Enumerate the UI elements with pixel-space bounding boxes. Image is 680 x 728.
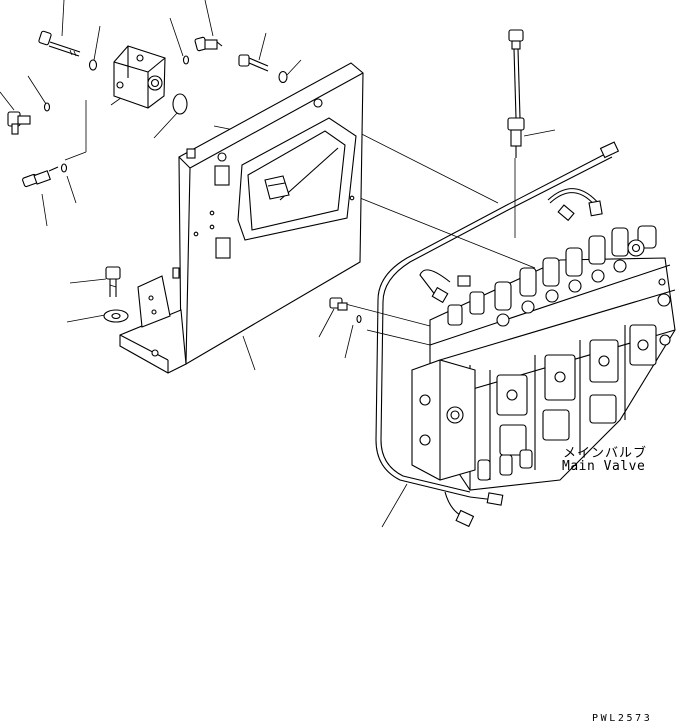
o-ring-2 bbox=[43, 102, 51, 112]
bracket-washer bbox=[103, 309, 129, 323]
long-bolt bbox=[38, 30, 81, 57]
washer-1 bbox=[88, 59, 98, 71]
o-ring-3 bbox=[60, 163, 68, 173]
plug-fitting bbox=[329, 297, 348, 311]
leader-lines bbox=[0, 0, 556, 528]
pressure-block bbox=[113, 45, 166, 109]
elbow-fitting-top bbox=[194, 36, 223, 52]
washer-2 bbox=[278, 70, 288, 84]
valve-label-jp: メインバルブ bbox=[563, 446, 648, 461]
o-ring-1 bbox=[182, 55, 190, 65]
wire-harness bbox=[375, 141, 620, 528]
drawing-code: PWL2573 bbox=[592, 713, 653, 724]
bracket-bolt bbox=[105, 266, 121, 297]
o-ring-large bbox=[172, 93, 188, 115]
mid-bolt bbox=[238, 54, 269, 72]
pressure-sensor bbox=[507, 29, 525, 158]
adapter-fitting bbox=[22, 166, 59, 188]
o-ring-4 bbox=[356, 314, 362, 324]
elbow-fitting-left bbox=[7, 111, 31, 135]
main-valve bbox=[411, 225, 676, 491]
valve-label-en: Main Valve bbox=[562, 459, 646, 474]
bracket-plate bbox=[119, 62, 364, 374]
